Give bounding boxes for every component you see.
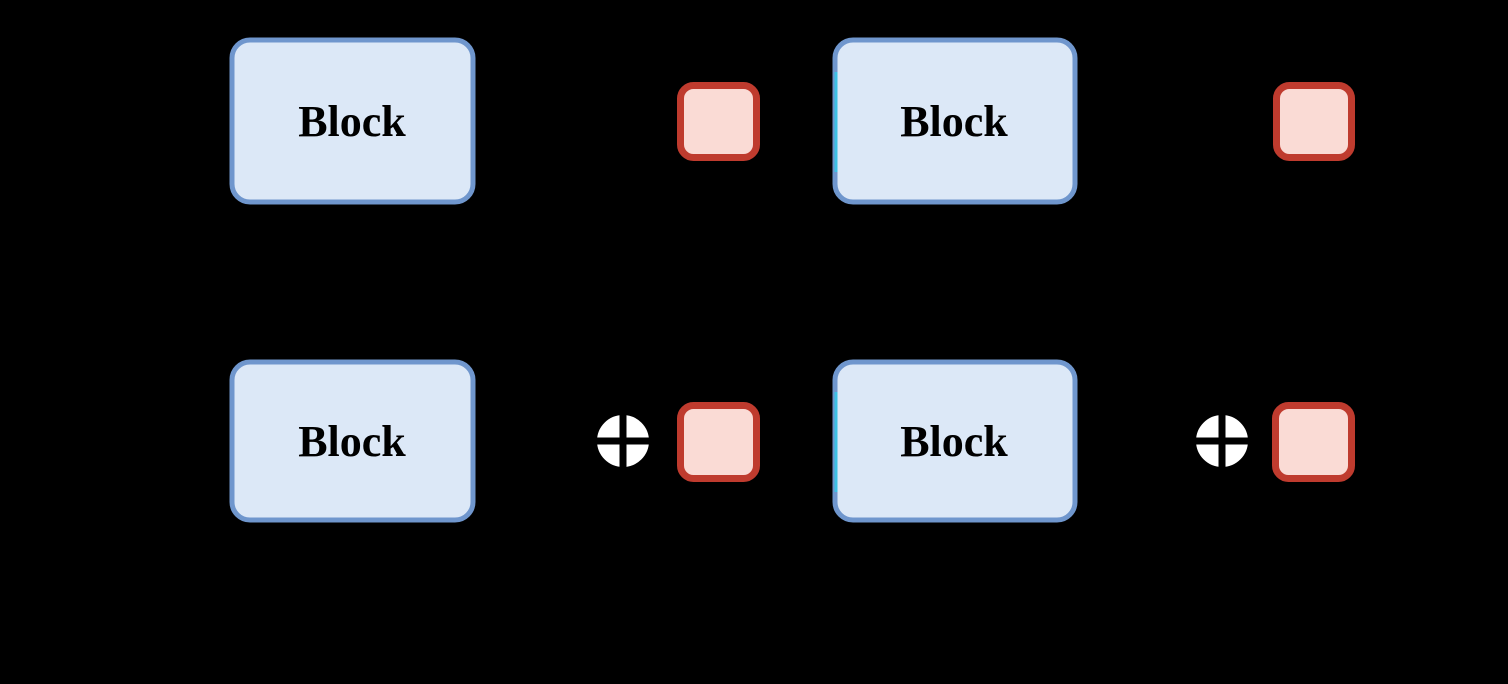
bottom-block-2-label: Block — [900, 417, 1008, 466]
top-row: Block Block — [229, 37, 1355, 205]
oplus-icon-2[interactable] — [1189, 408, 1255, 474]
bottom-block-1-shape — [229, 359, 476, 523]
bottom-block-2[interactable]: Block — [832, 359, 1078, 523]
top-small-block-1-shape — [677, 82, 760, 161]
top-block-2-label: Block — [900, 97, 1008, 146]
top-small-block-2-shape — [1273, 82, 1355, 161]
top-block-1-shape — [229, 37, 476, 205]
bottom-block-1-label: Block — [298, 417, 406, 466]
top-small-block-1[interactable] — [677, 82, 760, 161]
top-block-1[interactable]: Block — [229, 37, 476, 205]
top-block-2[interactable]: Block — [832, 37, 1078, 205]
bottom-small-block-2[interactable] — [1272, 402, 1355, 482]
bottom-block-1[interactable]: Block — [229, 359, 476, 523]
bottom-small-block-1[interactable] — [677, 402, 760, 482]
top-small-block-2[interactable] — [1273, 82, 1355, 161]
bottom-small-block-1-shape — [677, 402, 760, 482]
bottom-small-block-2-shape — [1272, 402, 1355, 482]
top-block-1-label: Block — [298, 97, 406, 146]
oplus-icon-1[interactable] — [590, 408, 656, 474]
bottom-row: Block Block — [229, 359, 1355, 523]
